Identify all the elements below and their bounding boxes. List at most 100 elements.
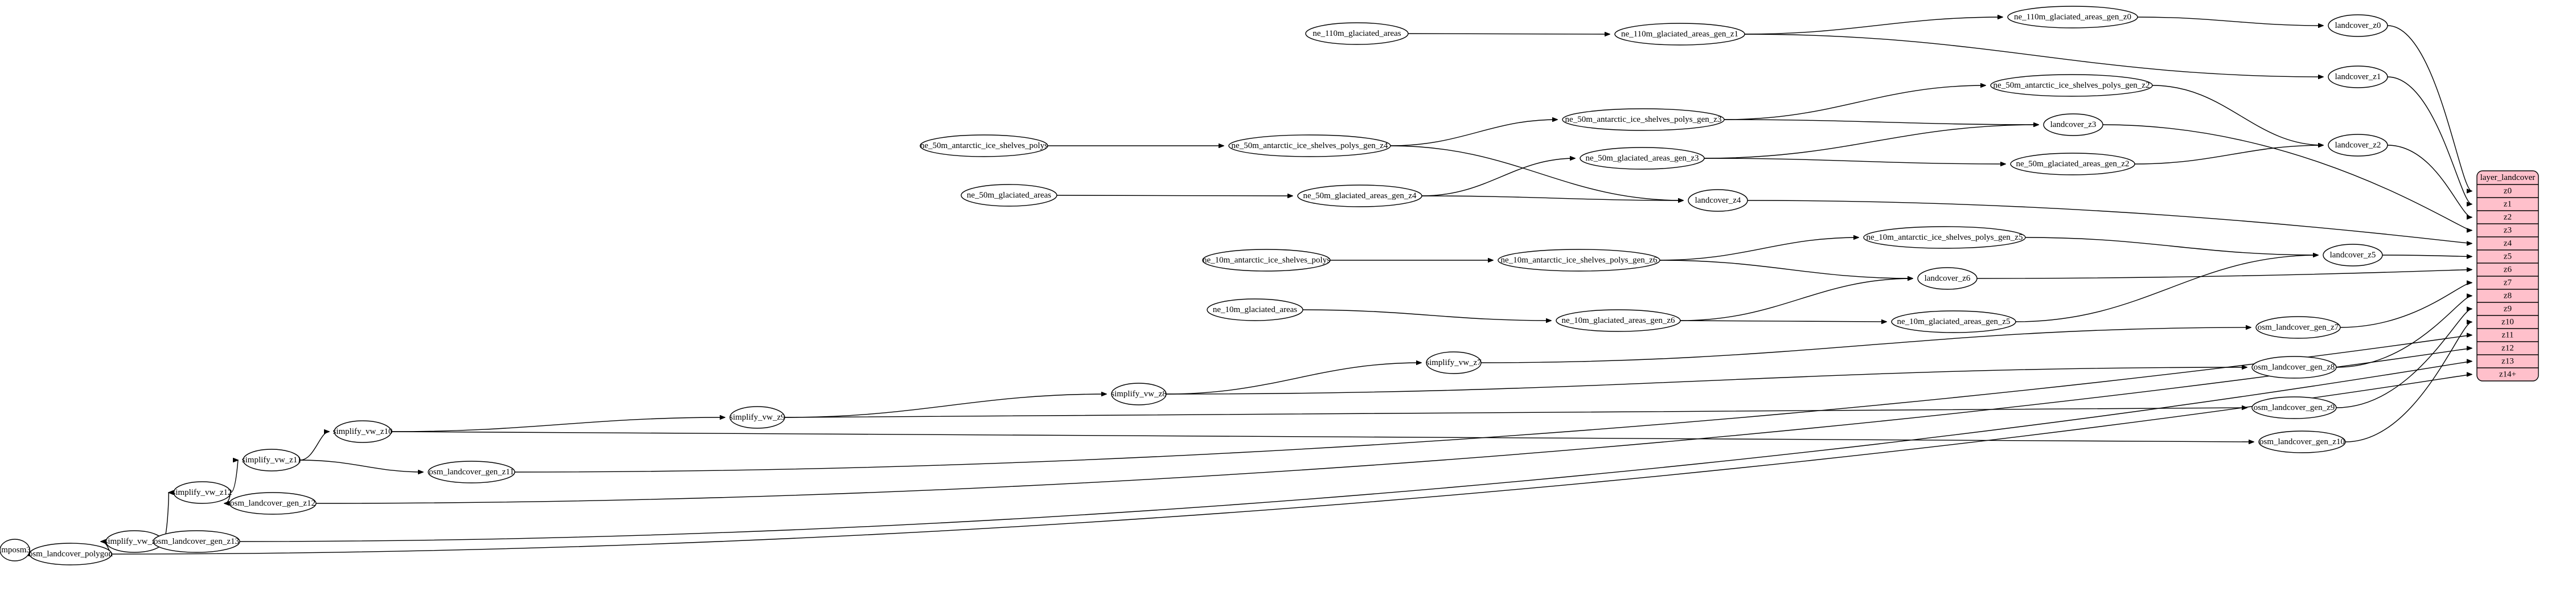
edge-ne_50m_antarctic_ice_shelves_polys_gen_z3-to-ne_50m_antarctic_ice_shelves_polys_gen_z2 [1724, 85, 1986, 120]
node-shape [1562, 108, 1725, 131]
edge-ne_10m_glaciated_areas_gen_z6-to-landcover_z6 [1680, 278, 1913, 321]
node-ne_50m_antarctic_ice_shelves_polys_gen_z3[interactable]: ne_50m_antarctic_ice_shelves_polys_gen_z… [1562, 108, 1725, 131]
node-ne_110m_glaciated_areas_gen_z0[interactable]: ne_110m_glaciated_areas_gen_z0 [2007, 6, 2138, 28]
node-shape [1426, 351, 1482, 374]
node-simplify_vw_z8[interactable]: simplify_vw_z8 [1111, 383, 1167, 405]
edge-ne_50m_glaciated_areas_gen_z3-to-ne_50m_glaciated_areas_gen_z2 [1704, 158, 2005, 164]
node-shape [1891, 310, 2016, 333]
node-shape [920, 134, 1048, 157]
node-shape [29, 543, 112, 565]
edge-landcover_z2-to-layer_landcover-z2 [2387, 145, 2472, 218]
node-imposm3[interactable]: imposm3 [0, 539, 31, 561]
node-ne_50m_antarctic_ice_shelves_polys[interactable]: ne_50m_antarctic_ice_shelves_polys [920, 134, 1048, 157]
edge-osm_landcover_polygon-to-layer_landcover-z14+ [111, 375, 2472, 555]
node-landcover_z2[interactable]: landcover_z2 [2328, 134, 2388, 157]
node-ne_10m_antarctic_ice_shelves_polys_gen_z5[interactable]: ne_10m_antarctic_ice_shelves_polys_gen_z… [1863, 226, 2026, 249]
node-shape [2255, 316, 2341, 339]
node-landcover_z3[interactable]: landcover_z3 [2043, 113, 2103, 136]
node-shape [1688, 189, 1748, 212]
node-shape [334, 420, 392, 443]
edge-simplify_vw_z8-to-osm_landcover_gen_z8 [1166, 367, 2247, 395]
node-simplify_vw_z12[interactable]: simplify_vw_z12 [173, 481, 232, 504]
node-simplify_vw_z10[interactable]: simplify_vw_z10 [333, 420, 393, 443]
edge-ne_110m_glaciated_areas_gen_z1-to-landcover_z1 [1744, 34, 2323, 77]
node-osm_landcover_gen_z10[interactable]: osm_landcover_gen_z10 [2258, 430, 2346, 453]
record-node-layer: layer_landcoverz0z1z2z3z4z5z6z7z8z9z10z1… [2476, 170, 2539, 382]
node-ne_50m_glaciated_areas_gen_z3[interactable]: ne_50m_glaciated_areas_gen_z3 [1580, 147, 1705, 170]
node-landcover_z5[interactable]: landcover_z5 [2323, 244, 2383, 266]
edge-ne_50m_glaciated_areas_gen_z4-to-landcover_z4 [1421, 195, 1683, 200]
node-osm_landcover_gen_z9[interactable]: osm_landcover_gen_z9 [2251, 396, 2337, 419]
node-shape [243, 449, 301, 471]
edge-ne_50m_antarctic_ice_shelves_polys_gen_z3-to-landcover_z3 [1724, 119, 2038, 125]
node-shape [1297, 184, 1422, 207]
node-shape [2328, 134, 2388, 157]
node-osm_landcover_gen_z12[interactable]: osm_landcover_gen_z12 [229, 492, 317, 515]
edge-ne_110m_glaciated_areas_gen_z1-to-ne_110m_glaciated_areas_gen_z0 [1744, 17, 2003, 35]
edge-ne_50m_glaciated_areas-to-ne_50m_glaciated_areas_gen_z4 [1056, 195, 1293, 196]
node-ne_50m_glaciated_areas_gen_z2[interactable]: ne_50m_glaciated_areas_gen_z2 [2010, 153, 2135, 175]
edge-simplify_vw_z11-to-simplify_vw_z10 [300, 432, 329, 461]
edge-ne_10m_antarctic_ice_shelves_polys_gen_z6-to-landcover_z6 [1659, 260, 1913, 278]
node-shape [0, 539, 30, 561]
edge-ne_110m_glaciated_areas_gen_z0-to-landcover_z0 [2137, 17, 2323, 26]
edge-ne_10m_glaciated_areas_gen_z6-to-ne_10m_glaciated_areas_gen_z5 [1680, 321, 1886, 322]
node-landcover_z4[interactable]: landcover_z4 [1688, 189, 1748, 212]
node-ne_10m_antarctic_ice_shelves_polys_gen_z6[interactable]: ne_10m_antarctic_ice_shelves_polys_gen_z… [1498, 249, 1660, 272]
node-ne_110m_glaciated_areas[interactable]: ne_110m_glaciated_areas [1305, 22, 1409, 45]
node-shape [173, 481, 231, 504]
edge-osm_landcover_gen_z12-to-layer_landcover-z12 [315, 348, 2472, 504]
edge-ne_50m_glaciated_areas_gen_z3-to-landcover_z3 [1704, 125, 2038, 159]
edge-ne_10m_antarctic_ice_shelves_polys_gen_z6-to-ne_10m_antarctic_ice_shelves_polys_gen_z5 [1659, 237, 1859, 261]
edge-osm_landcover_gen_z13-to-layer_landcover-z13 [239, 362, 2472, 542]
node-ne_10m_glaciated_areas_gen_z5[interactable]: ne_10m_glaciated_areas_gen_z5 [1891, 310, 2016, 333]
node-shape [1228, 134, 1391, 157]
node-ne_50m_antarctic_ice_shelves_polys_gen_z2[interactable]: ne_50m_antarctic_ice_shelves_polys_gen_z… [1990, 74, 2153, 97]
edge-ne_10m_glaciated_areas-to-ne_10m_glaciated_areas_gen_z6 [1302, 309, 1551, 321]
record-node-layer-landcover[interactable]: layer_landcoverz0z1z2z3z4z5z6z7z8z9z10z1… [2476, 170, 2539, 382]
node-shape [1498, 249, 1660, 272]
node-shape [1111, 383, 1167, 405]
node-shape [1556, 309, 1681, 332]
node-osm_landcover_gen_z8[interactable]: osm_landcover_gen_z8 [2251, 356, 2337, 379]
node-shape [2258, 430, 2346, 453]
node-landcover_z0[interactable]: landcover_z0 [2328, 14, 2388, 37]
node-shape [1614, 23, 1745, 46]
node-osm_landcover_gen_z7[interactable]: osm_landcover_gen_z7 [2255, 316, 2341, 339]
node-ne_50m_glaciated_areas_gen_z4[interactable]: ne_50m_glaciated_areas_gen_z4 [1297, 184, 1422, 207]
edge-layer [24, 17, 2472, 554]
node-simplify_vw_z9[interactable]: simplify_vw_z9 [729, 406, 785, 429]
edge-ne_10m_glaciated_areas_gen_z5-to-landcover_z5 [2015, 255, 2318, 322]
edge-landcover_z6-to-layer_landcover-z6 [1976, 270, 2472, 279]
node-osm_landcover_polygon[interactable]: osm_landcover_polygon [28, 543, 113, 565]
edge-simplify_vw_z10-to-osm_landcover_gen_z10 [391, 431, 2254, 442]
node-osm_landcover_gen_z13[interactable]: osm_landcover_gen_z13 [153, 530, 240, 553]
edge-osm_landcover_gen_z10-to-layer_landcover-z10 [2345, 322, 2472, 442]
node-ne_10m_antarctic_ice_shelves_polys[interactable]: ne_10m_antarctic_ice_shelves_polys [1202, 249, 1331, 272]
edge-simplify_vw_z7-to-osm_landcover_gen_z7 [1480, 327, 2251, 363]
node-landcover_z1[interactable]: landcover_z1 [2328, 65, 2388, 88]
node-simplify_vw_z11[interactable]: simplify_vw_z11 [242, 449, 301, 471]
node-ne_10m_glaciated_areas_gen_z6[interactable]: ne_10m_glaciated_areas_gen_z6 [1556, 309, 1681, 332]
edge-ne_50m_glaciated_areas_gen_z4-to-ne_50m_glaciated_areas_gen_z3 [1421, 158, 1575, 196]
edge-simplify_vw_z9-to-simplify_vw_z8 [784, 394, 1106, 418]
edge-simplify_vw_z11-to-osm_landcover_gen_z11 [300, 460, 423, 472]
node-ne_50m_antarctic_ice_shelves_polys_gen_z4[interactable]: ne_50m_antarctic_ice_shelves_polys_gen_z… [1228, 134, 1391, 157]
edge-ne_50m_antarctic_ice_shelves_polys_gen_z4-to-ne_50m_antarctic_ice_shelves_polys_gen_z3 [1390, 120, 1557, 146]
edge-simplify_vw_z10-to-simplify_vw_z9 [391, 417, 725, 432]
edge-landcover_z4-to-layer_landcover-z4 [1747, 200, 2472, 244]
edge-osm_landcover_gen_z8-to-layer_landcover-z8 [2336, 296, 2472, 368]
edge-landcover_z0-to-layer_landcover-z0 [2387, 25, 2472, 191]
node-osm_landcover_gen_z11[interactable]: osm_landcover_gen_z11 [428, 461, 515, 483]
node-simplify_vw_z7[interactable]: simplify_vw_z7 [1426, 351, 1482, 374]
node-shape [729, 406, 785, 429]
node-ne_110m_glaciated_areas_gen_z1[interactable]: ne_110m_glaciated_areas_gen_z1 [1614, 23, 1745, 46]
node-shape [1207, 298, 1303, 321]
node-ne_50m_glaciated_areas[interactable]: ne_50m_glaciated_areas [961, 184, 1057, 207]
edge-landcover_z3-to-layer_landcover-z3 [2102, 124, 2472, 231]
node-ne_10m_glaciated_areas[interactable]: ne_10m_glaciated_areas [1207, 298, 1303, 321]
edge-simplify_vw_z12-to-simplify_vw_z11 [230, 460, 238, 493]
node-shape [153, 530, 240, 553]
node-landcover_z6[interactable]: landcover_z6 [1917, 267, 1978, 290]
node-shape [2251, 356, 2337, 379]
